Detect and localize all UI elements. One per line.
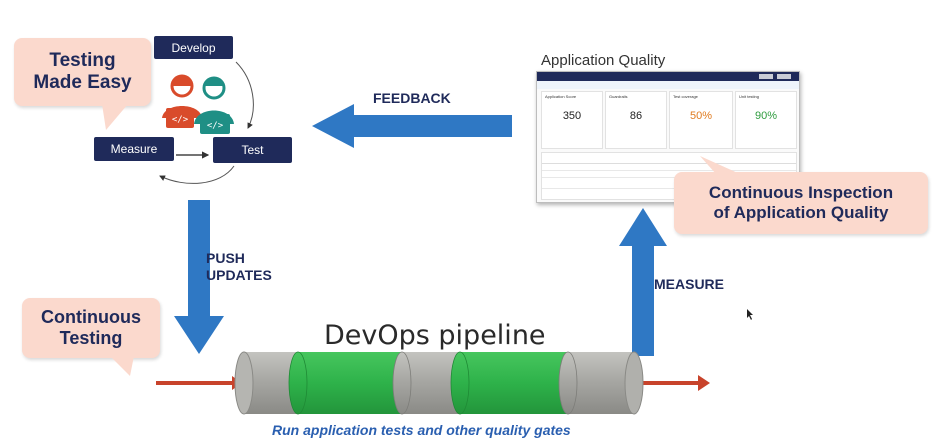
quality-card-title: Guardrails (609, 94, 628, 99)
callout-testing-made-easy-line2: Made Easy (33, 72, 132, 93)
pipe-segment-green (298, 352, 402, 414)
callout-continuous-inspection: Continuous Inspection of Application Qua… (674, 172, 928, 234)
code-icon-right: </> (207, 121, 224, 131)
quality-card-title: Test coverage (673, 94, 698, 99)
callout-tail (102, 104, 128, 130)
output-arrow (640, 375, 710, 391)
pipeline-title: DevOps pipeline (324, 320, 546, 351)
quality-card-value: 50% (689, 110, 713, 122)
push-updates-arrow (174, 200, 224, 354)
pipe-segment-green (460, 352, 568, 414)
quality-card-value: 86 (629, 110, 643, 122)
callout-testing-made-easy: Testing Made Easy (14, 38, 151, 106)
cycle-arrow-test-to-measure (159, 165, 235, 184)
pipe-joint (392, 351, 412, 415)
quality-card-title: Application Score (545, 94, 577, 99)
screenshot-info-bar (537, 81, 799, 89)
pipe-end (624, 351, 644, 415)
quality-card: Guardrails 86 (605, 91, 667, 149)
devops-pipeline (156, 351, 710, 415)
input-arrow (156, 376, 242, 390)
table-row (542, 163, 796, 164)
push-updates-line1: PUSH (206, 250, 245, 266)
cycle-arrow-develop-to-test (235, 61, 254, 129)
measure-label: Measure (110, 142, 158, 156)
push-updates-label: PUSH UPDATES (206, 250, 272, 284)
feedback-arrow (312, 104, 512, 148)
measure-arrow-label: MEASURE (654, 276, 725, 292)
callout-continuous-testing-line2: Testing (59, 328, 123, 348)
quality-card-value: 90% (754, 110, 778, 122)
callout-continuous-inspection-line2: of Application Quality (713, 203, 889, 222)
cycle-arrows (159, 61, 254, 184)
quality-card-title: Unit testing (739, 94, 760, 99)
table-row (542, 188, 796, 189)
push-updates-line2: UPDATES (206, 266, 272, 283)
quality-card-value: 350 (562, 110, 582, 122)
callout-continuous-testing-line1: Continuous (41, 307, 141, 328)
table-row (542, 177, 796, 178)
screenshot-header-bar (537, 72, 799, 81)
pipe-joint (288, 351, 308, 415)
pipe-segment-gray (402, 352, 460, 414)
screenshot-header-button (759, 74, 773, 79)
test-box: Test (213, 137, 292, 163)
application-quality-screenshot: Application Score 350 Guardrails 86 Test… (536, 71, 800, 203)
callout-continuous-inspection-line1: Continuous Inspection (708, 183, 894, 203)
test-label: Test (241, 143, 264, 157)
pipe-end (234, 351, 254, 415)
code-icon-left: </> (172, 115, 189, 125)
callout-continuous-testing: Continuous Testing (22, 298, 160, 358)
developers-icon: </> </> (162, 74, 234, 134)
feedback-label: FEEDBACK (373, 90, 451, 106)
quality-card: Test coverage 50% (669, 91, 733, 149)
pipe-segment-gray (568, 352, 634, 414)
quality-card: Unit testing 90% (735, 91, 797, 149)
mouse-cursor-icon (747, 309, 753, 320)
screenshot-header-button (777, 74, 791, 79)
callout-tail (700, 156, 740, 174)
quality-card: Application Score 350 (541, 91, 603, 149)
table-row (542, 170, 796, 171)
develop-label: Develop (171, 40, 216, 55)
measure-arrow (619, 208, 667, 356)
pipeline-caption: Run application tests and other quality … (272, 422, 571, 438)
develop-box: Develop (154, 36, 233, 59)
callout-tail (110, 356, 134, 376)
callout-testing-made-easy-line1: Testing (49, 50, 116, 72)
pipe-joint (558, 351, 578, 415)
application-quality-title: Application Quality (541, 52, 666, 69)
measure-box: Measure (94, 137, 174, 161)
pipe-joint (450, 351, 470, 415)
